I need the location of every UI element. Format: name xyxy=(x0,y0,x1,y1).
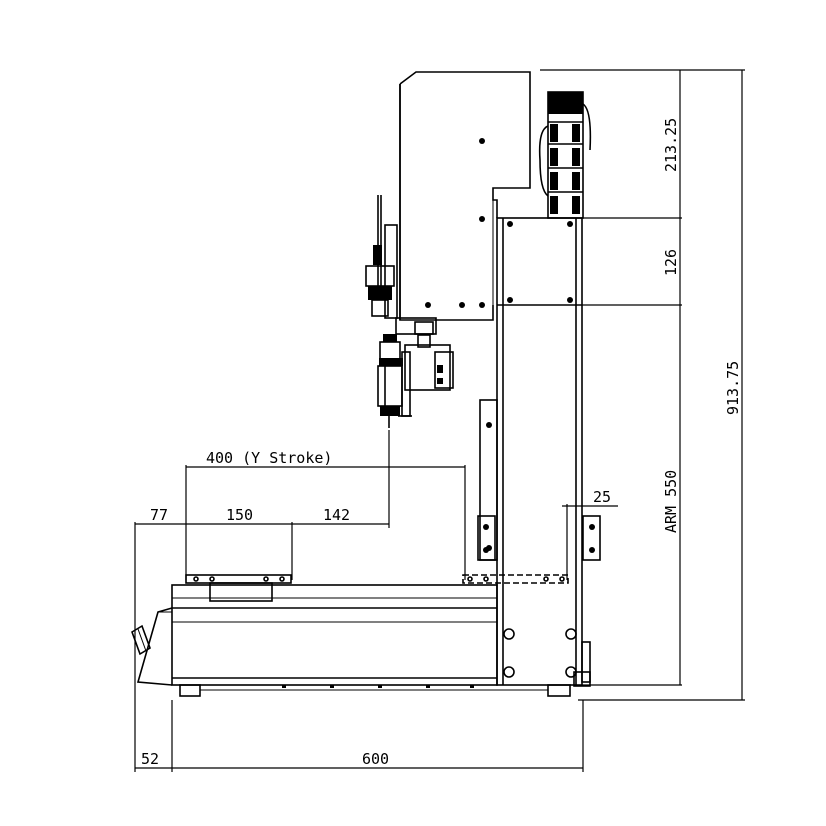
cable-chain xyxy=(538,91,592,219)
dim-150: 150 xyxy=(226,506,253,524)
base-table xyxy=(131,584,571,697)
foot-right xyxy=(547,684,571,697)
dim-213: 213.25 xyxy=(662,118,680,172)
dimension-lines xyxy=(134,69,745,772)
y-stage-plate xyxy=(185,574,569,602)
dim-126: 126 xyxy=(662,249,680,276)
dim-600: 600 xyxy=(362,750,389,768)
dim-913: 913.75 xyxy=(724,361,742,415)
dim-25: 25 xyxy=(593,488,611,506)
z-axis-head xyxy=(365,195,398,319)
dispenser-syringe xyxy=(377,317,454,428)
arm-housing xyxy=(399,71,531,321)
dim-arm-550: ARM 550 xyxy=(662,470,680,533)
foot-left xyxy=(179,684,201,697)
dim-77: 77 xyxy=(150,506,168,524)
front-switch-icon xyxy=(131,624,151,656)
dim-52: 52 xyxy=(141,750,159,768)
dim-142: 142 xyxy=(323,506,350,524)
dim-y-stroke: 400 (Y Stroke) xyxy=(206,449,332,467)
column xyxy=(477,217,601,687)
